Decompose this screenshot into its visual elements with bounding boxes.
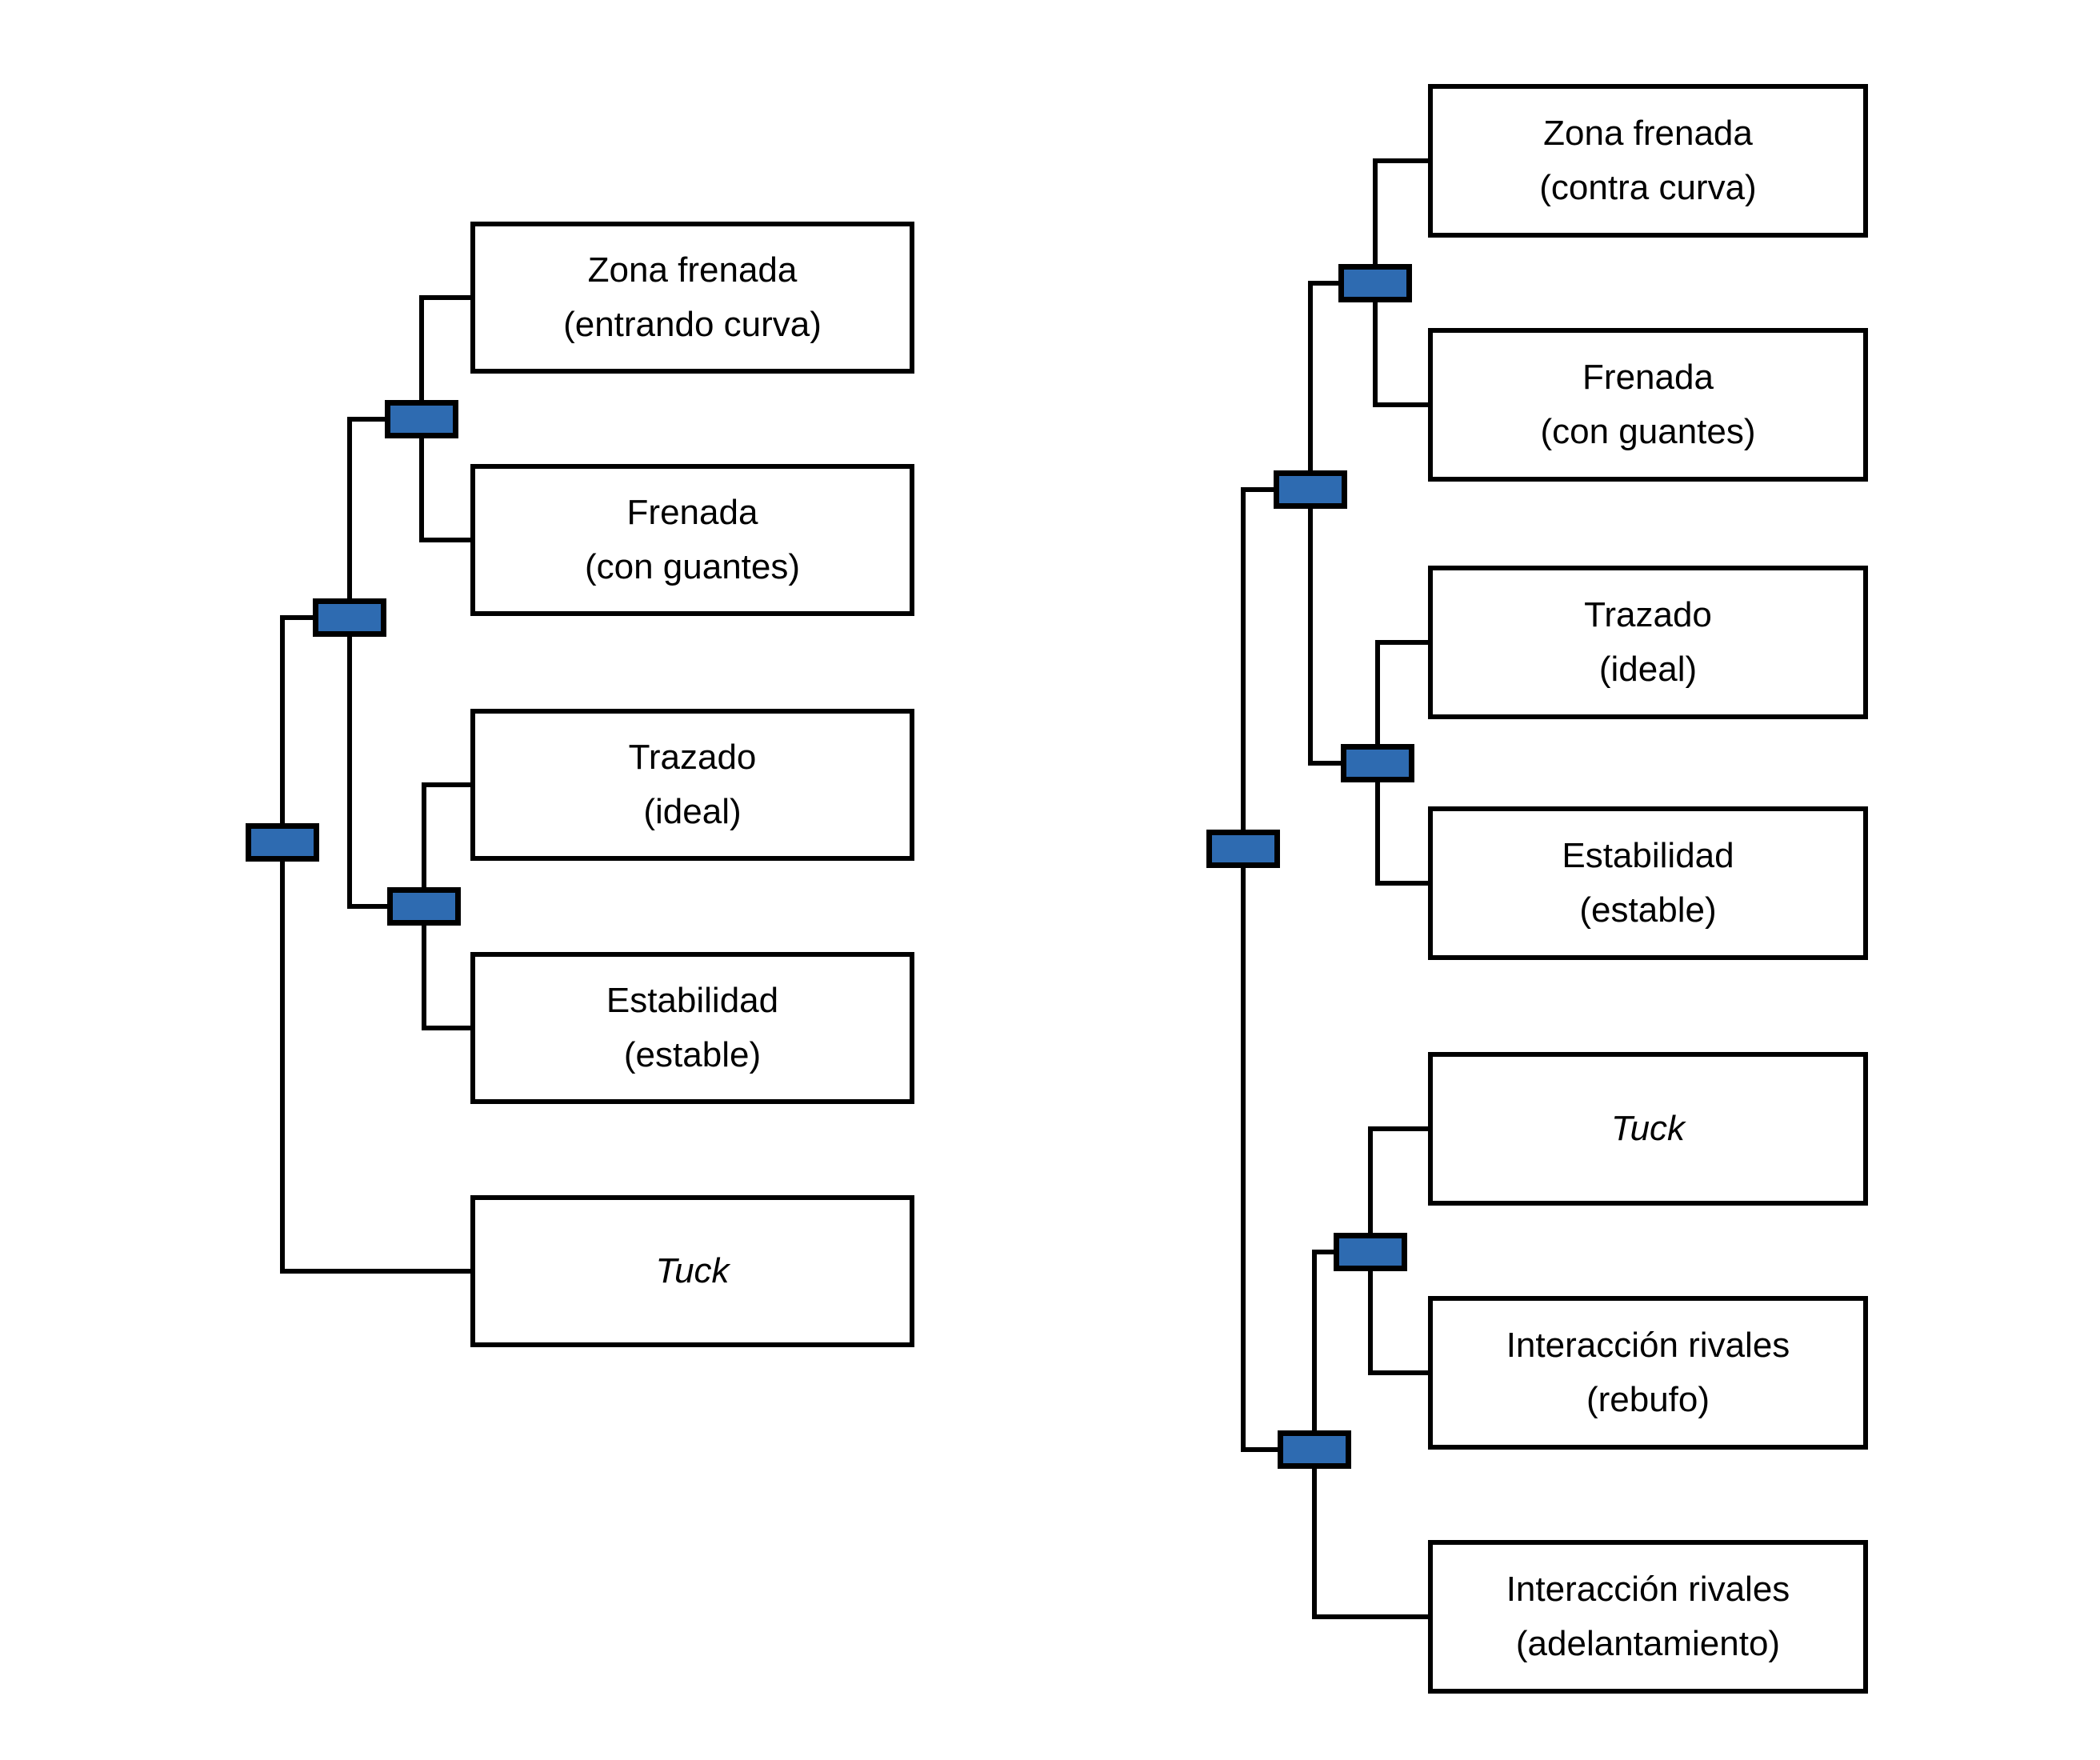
connector-left-braking-cluster [385, 400, 458, 438]
connector-right-lower-cluster [1278, 1430, 1351, 1469]
connector-right-braking-cluster [1338, 264, 1412, 302]
box-label-line2: (contra curva) [1539, 168, 1757, 207]
right-edge-upper-cluster [1308, 281, 1341, 766]
box-label-line1: Estabilidad [1562, 835, 1734, 875]
box-label-line2: (adelantamiento) [1515, 1624, 1781, 1663]
box-label-line1: Tuck [655, 1250, 730, 1290]
box-left-frenada: Frenada (con guantes) [470, 464, 914, 616]
box-label-line1: Trazado [1584, 594, 1712, 634]
box-label-line1: Zona frenada [1543, 113, 1753, 153]
box-right-zona-frenada: Zona frenada (contra curva) [1428, 84, 1868, 238]
box-left-estabilidad: Estabilidad (estable) [470, 952, 914, 1104]
box-label-line1: Zona frenada [587, 250, 798, 290]
box-label-line1: Estabilidad [606, 980, 779, 1020]
box-left-zona-frenada: Zona frenada (entrando curva) [470, 222, 914, 374]
box-label-line1: Tuck [1610, 1108, 1686, 1148]
box-label-line2: (con guantes) [584, 547, 801, 586]
connector-left-line-cluster [387, 887, 461, 926]
box-label-line2: (estable) [623, 1035, 762, 1074]
left-edge-mid-cluster [347, 417, 387, 909]
box-right-tuck: Tuck [1428, 1052, 1868, 1206]
box-right-interaccion-adelantamiento: Interacción rivales (adelantamiento) [1428, 1540, 1868, 1694]
box-left-trazado: Trazado (ideal) [470, 709, 914, 861]
box-label-line2: (rebufo) [1586, 1380, 1710, 1419]
connector-right-root [1206, 830, 1280, 868]
box-label-line2: (ideal) [643, 792, 742, 831]
box-label-line1: Frenada [626, 492, 758, 532]
right-edge-root [1241, 487, 1278, 1452]
box-right-interaccion-rebufo: Interacción rivales (rebufo) [1428, 1296, 1868, 1450]
box-label-line2: (entrando curva) [563, 305, 822, 344]
left-edge-root-tuck [280, 615, 470, 1274]
box-label-line2: (ideal) [1598, 650, 1698, 689]
connector-left-root [246, 823, 319, 862]
connector-right-tuck-cluster [1334, 1233, 1407, 1271]
box-label-line2: (estable) [1579, 890, 1717, 930]
connector-left-mid-cluster [313, 598, 386, 637]
box-right-estabilidad: Estabilidad (estable) [1428, 806, 1868, 960]
box-left-tuck: Tuck [470, 1195, 914, 1347]
box-label-line1: Interacción rivales [1506, 1325, 1790, 1365]
connector-right-line-cluster [1341, 744, 1414, 782]
box-right-trazado: Trazado (ideal) [1428, 566, 1868, 719]
box-label-line1: Trazado [628, 737, 757, 777]
connector-right-upper-cluster [1274, 470, 1347, 509]
box-label-line1: Interacción rivales [1506, 1569, 1790, 1609]
box-right-frenada: Frenada (con guantes) [1428, 328, 1868, 482]
box-label-line1: Frenada [1582, 357, 1714, 397]
box-label-line2: (con guantes) [1540, 412, 1756, 451]
